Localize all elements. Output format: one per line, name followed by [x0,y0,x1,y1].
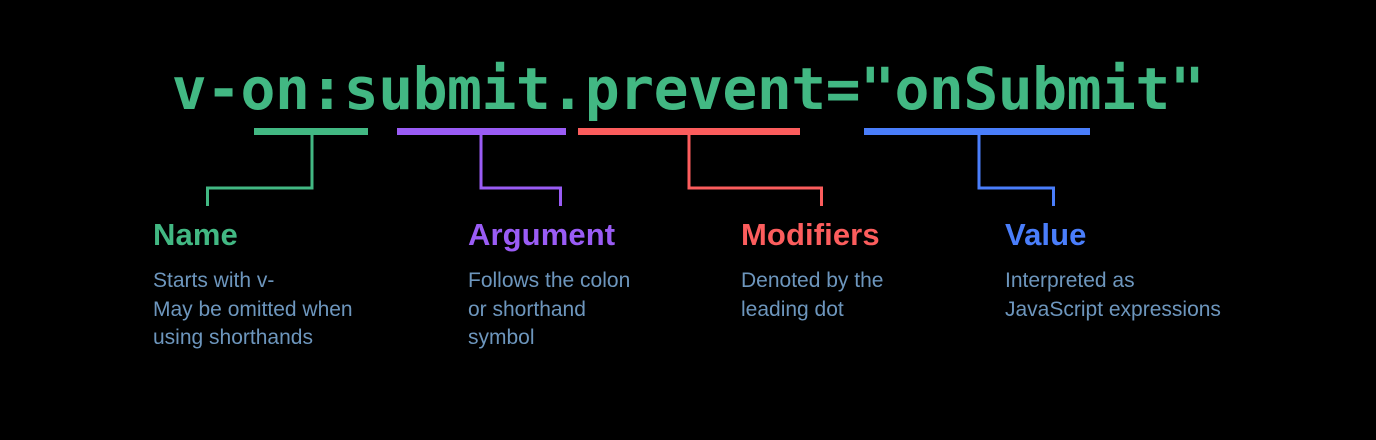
underline-bar-modifiers [578,128,800,135]
legend-item-name: Name Starts with v- May be omitted when … [153,216,453,353]
legend-item-argument: Argument Follows the colon or shorthand … [468,216,708,353]
legend-description-name: Starts with v- May be omitted when using… [153,269,353,349]
underline-bar-argument [397,128,566,135]
underline-bar-name [254,128,368,135]
legend-title-value: Value [1005,217,1087,252]
legend-description-value: Interpreted as JavaScript expressions [1005,269,1221,321]
legend-item-value: Value Interpreted as JavaScript expressi… [1005,216,1315,324]
legend-title-name: Name [153,217,238,252]
legend-title-argument: Argument [468,217,616,252]
elbow-line-modifiers [687,135,823,206]
directive-code-expression: v-on:submit.prevent="onSubmit" [171,55,1205,123]
elbow-line-argument [479,135,562,206]
elbow-line-value [977,135,1055,206]
elbow-line-name [206,135,314,206]
legend-description-modifiers: Denoted by the leading dot [741,269,884,321]
legend-title-modifiers: Modifiers [741,217,880,252]
legend-item-modifiers: Modifiers Denoted by the leading dot [741,216,956,324]
legend-description-argument: Follows the colon or shorthand symbol [468,269,631,349]
underline-bar-value [864,128,1090,135]
